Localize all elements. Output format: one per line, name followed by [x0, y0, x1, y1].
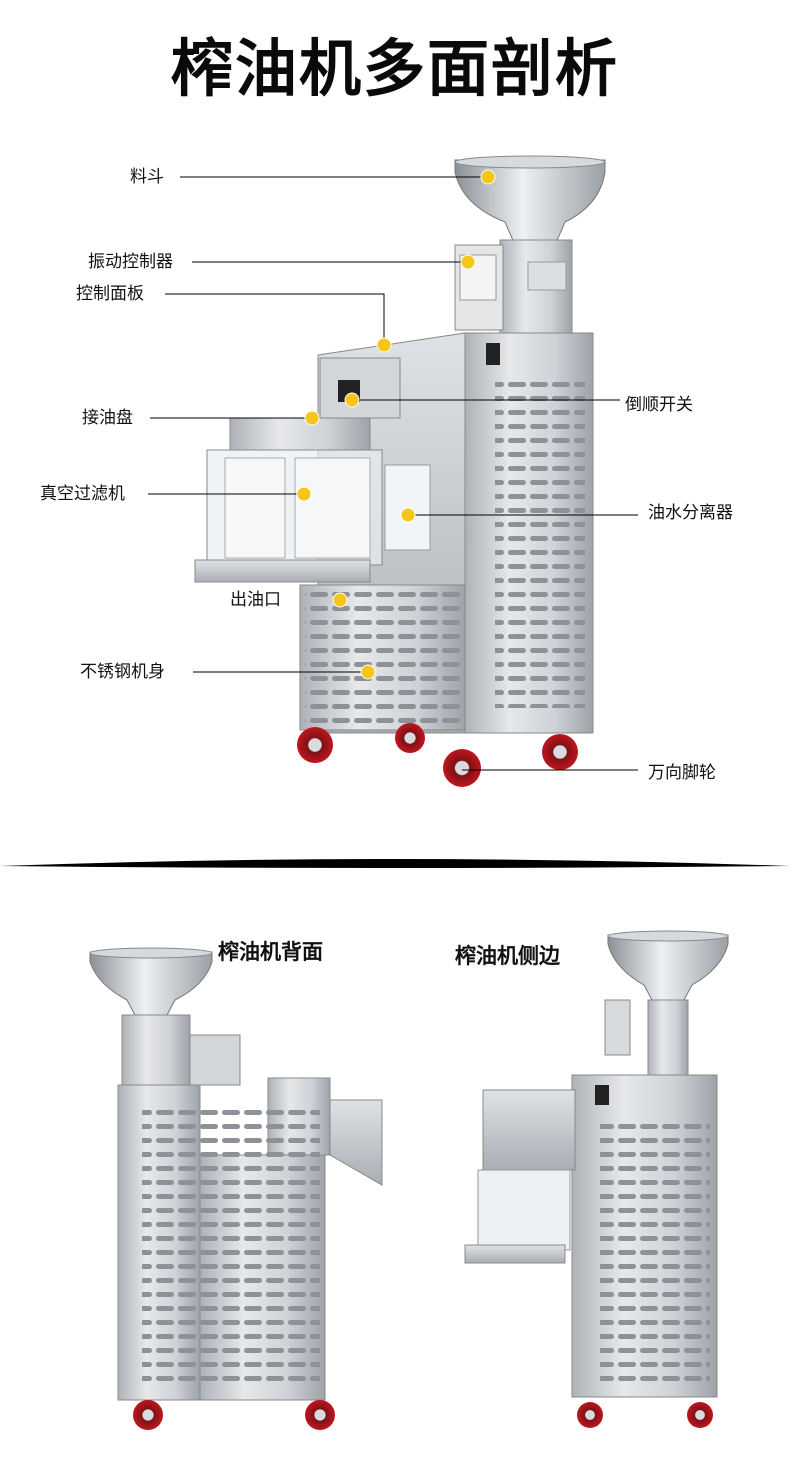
label-oil-tray: 接油盘	[82, 408, 133, 428]
marker-hopper	[480, 169, 496, 185]
side-view-title: 榨油机侧边	[455, 944, 560, 968]
label-vacuum-filter: 真空过滤机	[40, 484, 125, 504]
label-oil-water-separator: 油水分离器	[648, 503, 733, 523]
marker-stainless-body	[360, 664, 376, 680]
main-machine	[194, 155, 606, 787]
back-view-machine	[89, 947, 383, 1430]
label-stainless-body: 不锈钢机身	[80, 662, 165, 682]
label-control-panel: 控制面板	[76, 284, 144, 304]
section-divider	[0, 859, 790, 868]
label-vibration-controller: 振动控制器	[88, 252, 173, 272]
back-view-title: 榨油机背面	[218, 940, 323, 964]
marker-control-panel	[376, 337, 392, 353]
marker-reverse-switch	[344, 392, 360, 408]
page-title: 榨油机多面剖析	[170, 32, 619, 105]
marker-oil-outlet	[332, 592, 348, 608]
marker-vibration-controller	[460, 254, 476, 270]
leader-lines	[148, 176, 638, 771]
marker-oil-tray	[304, 410, 320, 426]
label-universal-wheel: 万向脚轮	[648, 763, 716, 783]
label-hopper: 料斗	[130, 167, 164, 187]
marker-oil-water-separator	[400, 507, 416, 523]
side-view-machine	[464, 930, 729, 1428]
callout-markers	[296, 169, 496, 680]
marker-vacuum-filter	[296, 486, 312, 502]
label-oil-outlet: 出油口	[230, 590, 281, 610]
label-reverse-switch: 倒顺开关	[625, 395, 693, 415]
